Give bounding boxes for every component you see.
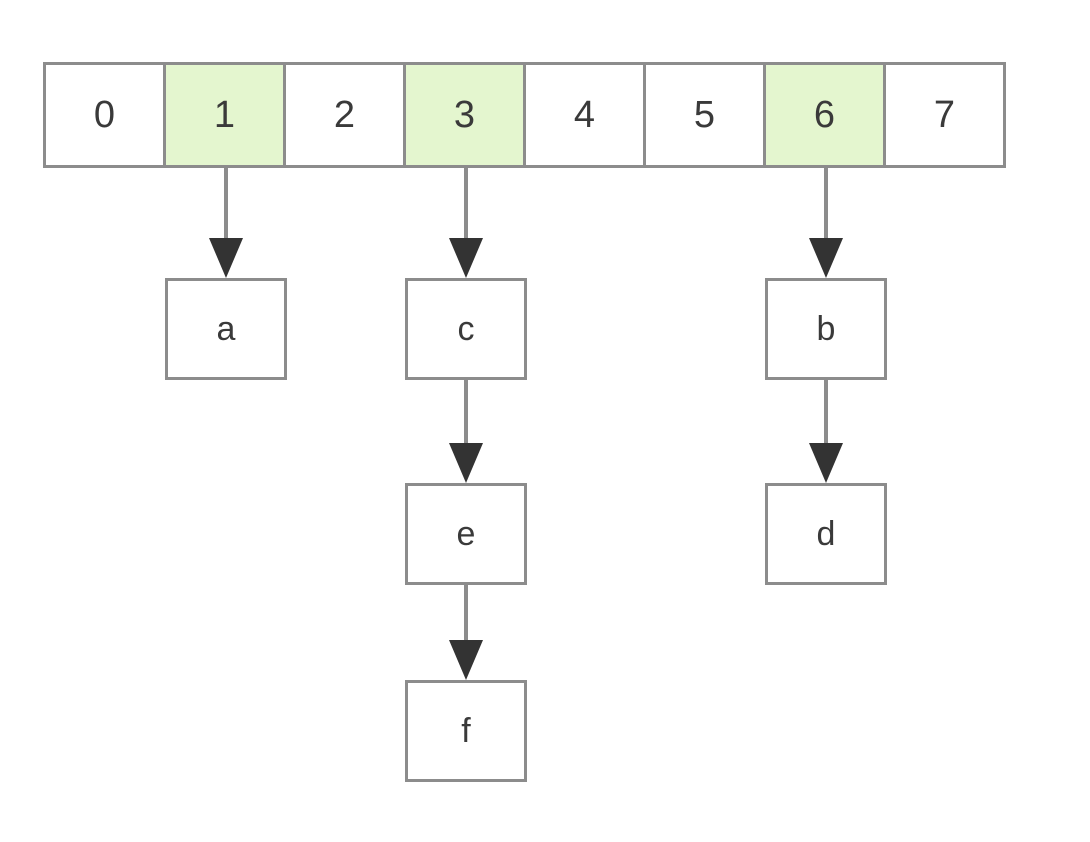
array-cell-7: 7 <box>883 65 1003 165</box>
arrow-node-c-to-node-e <box>449 378 483 483</box>
node-e: e <box>405 483 527 585</box>
array-cell-3: 3 <box>403 65 523 165</box>
array-cell-5: 5 <box>643 65 763 165</box>
node-d: d <box>765 483 887 585</box>
arrow-line <box>464 168 468 240</box>
node-c: c <box>405 278 527 380</box>
node-f: f <box>405 680 527 782</box>
arrow-node-b-to-node-d <box>809 378 843 483</box>
array-cell-0: 0 <box>46 65 163 165</box>
arrow-bucket6-to-node-b <box>809 168 843 278</box>
node-a: a <box>165 278 287 380</box>
arrow-bucket3-to-node-c <box>449 168 483 278</box>
array-cell-1: 1 <box>163 65 283 165</box>
arrow-head-icon <box>809 238 843 278</box>
node-label: d <box>816 514 836 553</box>
arrow-head-icon <box>209 238 243 278</box>
node-label: e <box>456 514 476 553</box>
array-cell-6: 6 <box>763 65 883 165</box>
arrow-head-icon <box>809 443 843 483</box>
arrow-line <box>464 583 468 642</box>
arrow-line <box>224 168 228 240</box>
array-cell-4: 4 <box>523 65 643 165</box>
node-label: f <box>461 711 471 750</box>
node-label: a <box>216 309 236 348</box>
arrow-head-icon <box>449 238 483 278</box>
arrow-line <box>464 378 468 445</box>
bucket-array: 0 1 2 3 4 5 6 7 <box>43 62 1006 168</box>
arrow-head-icon <box>449 640 483 680</box>
array-cell-2: 2 <box>283 65 403 165</box>
node-label: c <box>457 309 475 348</box>
node-label: b <box>816 309 836 348</box>
arrow-head-icon <box>449 443 483 483</box>
arrow-line <box>824 168 828 240</box>
arrow-node-e-to-node-f <box>449 583 483 680</box>
arrow-line <box>824 378 828 445</box>
node-b: b <box>765 278 887 380</box>
arrow-bucket1-to-node-a <box>209 168 243 278</box>
